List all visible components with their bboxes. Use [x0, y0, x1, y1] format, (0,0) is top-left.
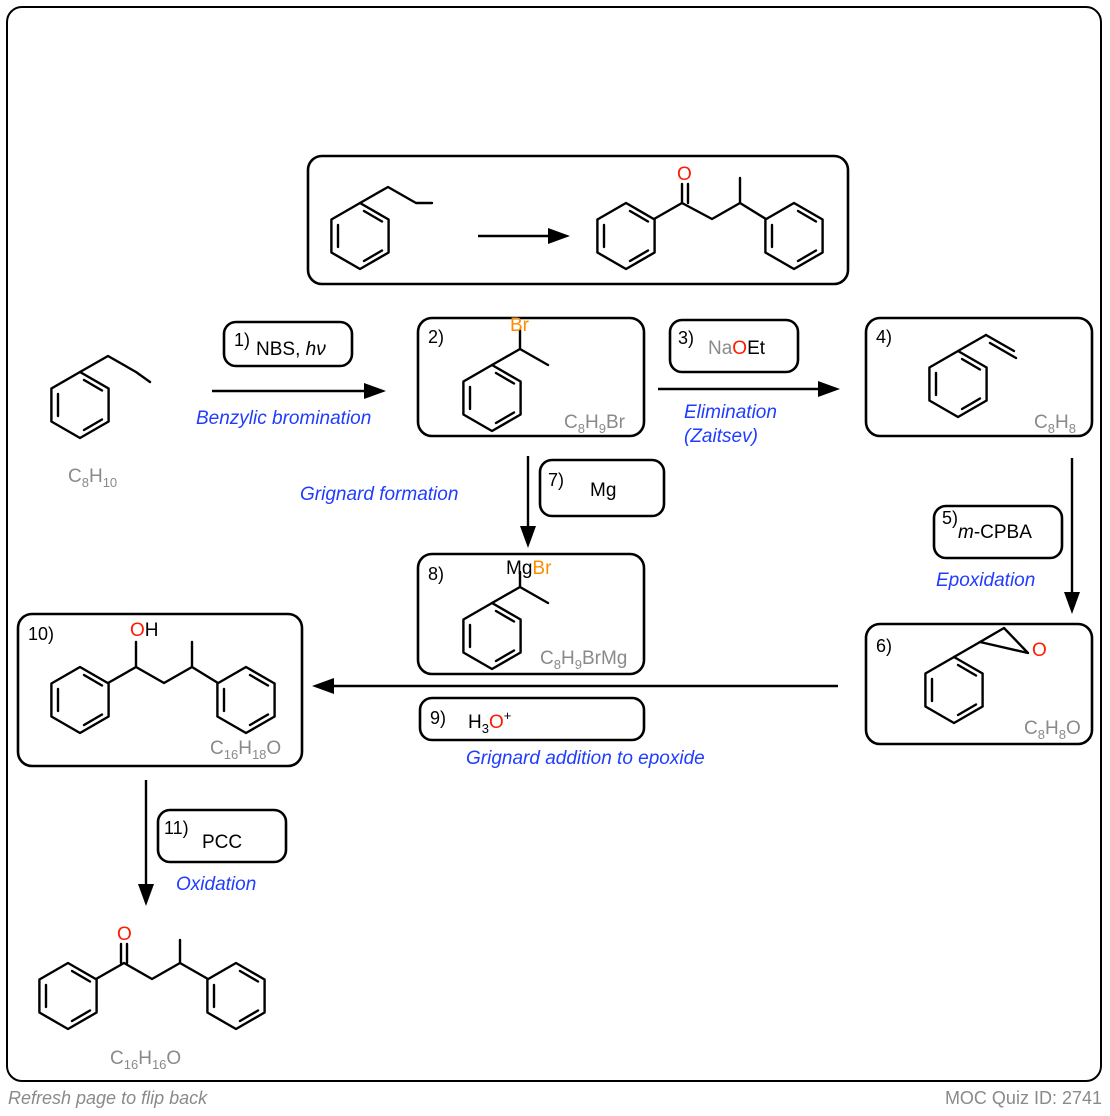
step-11-arrow: 11) PCC Oxidation	[138, 780, 288, 906]
label-benzylic-bromination: Benzylic bromination	[196, 408, 371, 429]
svg-text:5): 5)	[942, 508, 958, 528]
label-oxidation: Oxidation	[176, 874, 256, 895]
carbonyl-oxygen: O	[677, 164, 692, 185]
carbonyl-oxygen: O	[117, 924, 132, 945]
svg-text:8): 8)	[428, 564, 444, 584]
benzene-ring	[596, 201, 656, 271]
epoxide-oxygen: O	[1032, 640, 1047, 661]
svg-text:7): 7)	[548, 470, 564, 490]
starting-material: C8H10	[50, 354, 152, 490]
svg-text:11): 11)	[164, 818, 189, 838]
benzene-ring	[764, 201, 824, 271]
reagent-box-3	[668, 318, 800, 374]
intermediate-8-box: 8) MgBr C8H9BrMg	[416, 552, 646, 676]
svg-text:m-CPBA: m-CPBA	[958, 522, 1032, 543]
formula-c8h10: C8H10	[68, 466, 117, 490]
quiz-card	[6, 6, 1102, 1082]
formula-c8h9br: C8H9Br	[564, 412, 626, 436]
svg-text:NBS, hν: NBS, hν	[256, 339, 326, 360]
final-product: O C16H16O	[38, 924, 266, 1072]
svg-text:Elimination: Elimination	[684, 402, 777, 423]
svg-text:6): 6)	[876, 636, 892, 656]
benzene-ring	[330, 201, 390, 271]
formula-c8h8: C8H8	[1034, 412, 1076, 436]
step-5-arrow: 5) m-CPBA Epoxidation	[932, 458, 1080, 614]
intermediate-6-box: 6) O C8H8O	[864, 622, 1094, 746]
svg-text:2): 2)	[428, 327, 444, 347]
quiz-id: MOC Quiz ID: 2741	[944, 1088, 1102, 1108]
intermediate-10-box: 10) OH C16H18O	[16, 612, 304, 768]
svg-text:PCC: PCC	[202, 832, 242, 853]
reagent-box-5	[932, 504, 1064, 560]
svg-text:MgBr: MgBr	[506, 558, 552, 579]
step-3-arrow: 3) NaOEt Elimination (Zaitsev)	[658, 318, 840, 447]
step-7-arrow: 7) Mg Grignard formation	[300, 456, 666, 548]
bromine-atom: Br	[510, 315, 530, 336]
label-grignard-addition: Grignard addition to epoxide	[466, 748, 705, 769]
intermediate-2-box: 2) Br C8H9Br	[416, 315, 646, 438]
target-overview-box: O	[306, 154, 850, 286]
reagent-box-11	[156, 808, 288, 864]
svg-text:9): 9)	[430, 708, 446, 728]
reagent-box-1	[222, 320, 354, 368]
svg-text:4): 4)	[876, 327, 892, 347]
svg-text:1): 1)	[234, 330, 250, 350]
label-epoxidation: Epoxidation	[936, 570, 1035, 591]
formula-c16h16o: C16H16O	[110, 1048, 181, 1072]
refresh-hint: Refresh page to flip back	[8, 1088, 208, 1108]
svg-text:OH: OH	[130, 620, 159, 641]
svg-text:3): 3)	[678, 328, 694, 348]
step-9-arrow: 9) H3O+ Grignard addition to epoxide	[312, 678, 838, 769]
svg-text:(Zaitsev): (Zaitsev)	[684, 426, 758, 447]
reagent-box-7	[538, 458, 666, 518]
reagent-box-9	[418, 696, 646, 742]
svg-text:H3O+: H3O+	[468, 708, 511, 736]
formula-c16h18o: C16H18O	[210, 738, 281, 762]
svg-text:NaOEt: NaOEt	[708, 338, 766, 359]
formula-c8h8o: C8H8O	[1024, 718, 1081, 742]
formula-c8h9brmg: C8H9BrMg	[540, 648, 627, 672]
intermediate-4-box: 4) C8H8	[864, 316, 1094, 438]
svg-text:10): 10)	[28, 624, 54, 644]
label-grignard-formation: Grignard formation	[300, 484, 458, 505]
svg-text:Mg: Mg	[590, 480, 616, 501]
step-1-arrow: 1) NBS, hν Benzylic bromination	[196, 320, 386, 429]
